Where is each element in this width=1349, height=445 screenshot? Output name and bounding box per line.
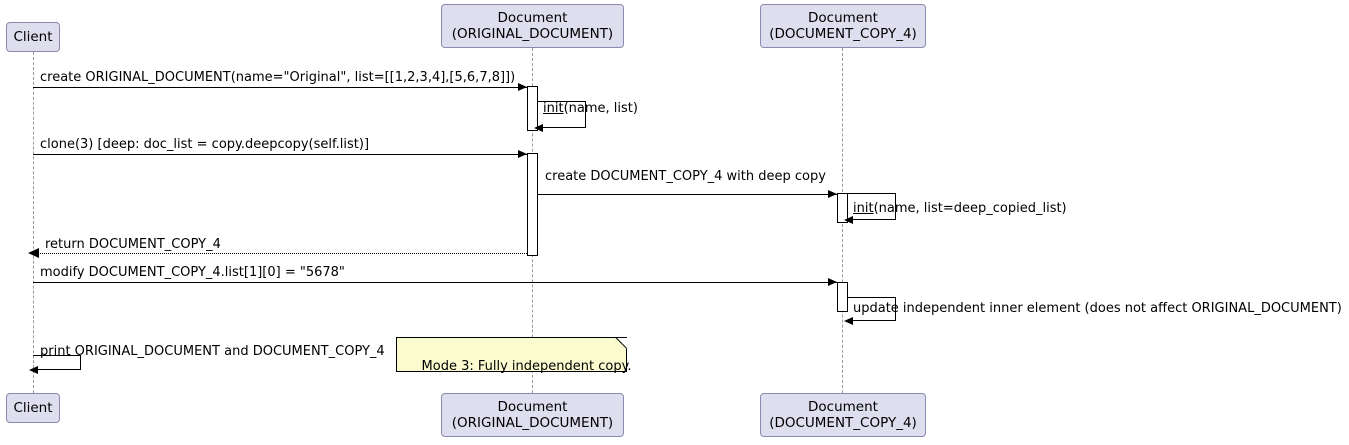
participant-document-copy-4-label-line2: (DOCUMENT_COPY_4) xyxy=(769,26,917,42)
participant-original-document-top[interactable]: Document (ORIGINAL_DOCUMENT) xyxy=(441,4,624,48)
message-line-return-document-copy-4 xyxy=(33,253,527,254)
participant-original-document-label-line1: Document xyxy=(497,10,568,26)
message-arrowhead-update-copy4 xyxy=(844,317,853,325)
participant-original-document-bottom-label-line2: (ORIGINAL_DOCUMENT) xyxy=(451,415,614,431)
participant-document-copy-4-bottom-label-line1: Document xyxy=(808,399,878,415)
participant-client-bottom[interactable]: Client xyxy=(6,393,60,423)
note-mode-3: Mode 3: Fully independent copy. xyxy=(396,337,632,374)
message-line-create-document-copy-4 xyxy=(538,194,837,195)
message-line-clone-deep xyxy=(33,154,527,155)
message-label-update-independent-inner-element: update independent inner element (does n… xyxy=(853,301,1342,316)
participant-original-document-bottom-label-line1: Document xyxy=(497,399,568,415)
message-selfloop-print-client xyxy=(33,355,81,370)
message-arrowhead-modify-document-copy-4 xyxy=(828,278,837,286)
activation-original-clone xyxy=(527,153,538,256)
note-mode-3-text: Mode 3: Fully independent copy. xyxy=(421,359,632,374)
message-label-init-underlined: init xyxy=(543,101,564,116)
message-label-return-document-copy-4: return DOCUMENT_COPY_4 xyxy=(45,237,221,252)
message-arrowhead-create-original-document xyxy=(518,83,527,91)
participant-document-copy-4-bottom[interactable]: Document (DOCUMENT_COPY_4) xyxy=(760,393,926,437)
activation-copy4-update xyxy=(837,282,848,312)
participant-document-copy-4-top[interactable]: Document (DOCUMENT_COPY_4) xyxy=(760,4,926,48)
participant-original-document-bottom[interactable]: Document (ORIGINAL_DOCUMENT) xyxy=(441,393,624,437)
message-label-init-deep-copied-list: init(name, list=deep_copied_list) xyxy=(853,201,1067,216)
message-label-modify-document-copy-4: modify DOCUMENT_COPY_4.list[1][0] = "567… xyxy=(40,265,345,280)
note-mode-3-fold xyxy=(616,338,627,349)
message-arrowhead-print-client xyxy=(29,366,38,374)
participant-client-top[interactable]: Client xyxy=(6,22,60,52)
lifeline-client xyxy=(33,52,34,393)
message-selfloop-update-copy4 xyxy=(848,297,896,321)
participant-document-copy-4-label-line1: Document xyxy=(808,10,878,26)
message-arrowhead-clone-deep xyxy=(518,150,527,158)
message-label-print-documents: print ORIGINAL_DOCUMENT and DOCUMENT_COP… xyxy=(40,344,385,359)
activation-original-init xyxy=(527,86,538,131)
message-label-init-name-list: init(name, list) xyxy=(543,101,638,116)
message-arrowhead-init-original xyxy=(534,124,543,132)
message-arrowhead-create-document-copy-4 xyxy=(828,190,837,198)
activation-copy4-init xyxy=(837,193,848,223)
message-line-create-original-document xyxy=(33,87,527,88)
message-arrowhead-init-copy4 xyxy=(844,216,853,224)
message-arrowhead-return-document-copy-4 xyxy=(28,248,39,258)
participant-document-copy-4-bottom-label-line2: (DOCUMENT_COPY_4) xyxy=(769,415,917,431)
message-line-modify-document-copy-4 xyxy=(33,282,837,283)
message-selfloop-init-original xyxy=(538,101,586,128)
message-label-create-document-copy-4: create DOCUMENT_COPY_4 with deep copy xyxy=(545,169,826,184)
message-label-create-original-document: create ORIGINAL_DOCUMENT(name="Original"… xyxy=(40,70,516,85)
message-label-clone-deep: clone(3) [deep: doc_list = copy.deepcopy… xyxy=(40,137,370,152)
message-label-init-deep-underlined: init xyxy=(853,201,874,216)
participant-client-label-line1: Client xyxy=(13,29,53,45)
participant-original-document-label-line2: (ORIGINAL_DOCUMENT) xyxy=(451,26,614,42)
message-selfloop-init-copy4 xyxy=(848,193,896,220)
participant-client-bottom-label-line1: Client xyxy=(13,400,53,416)
